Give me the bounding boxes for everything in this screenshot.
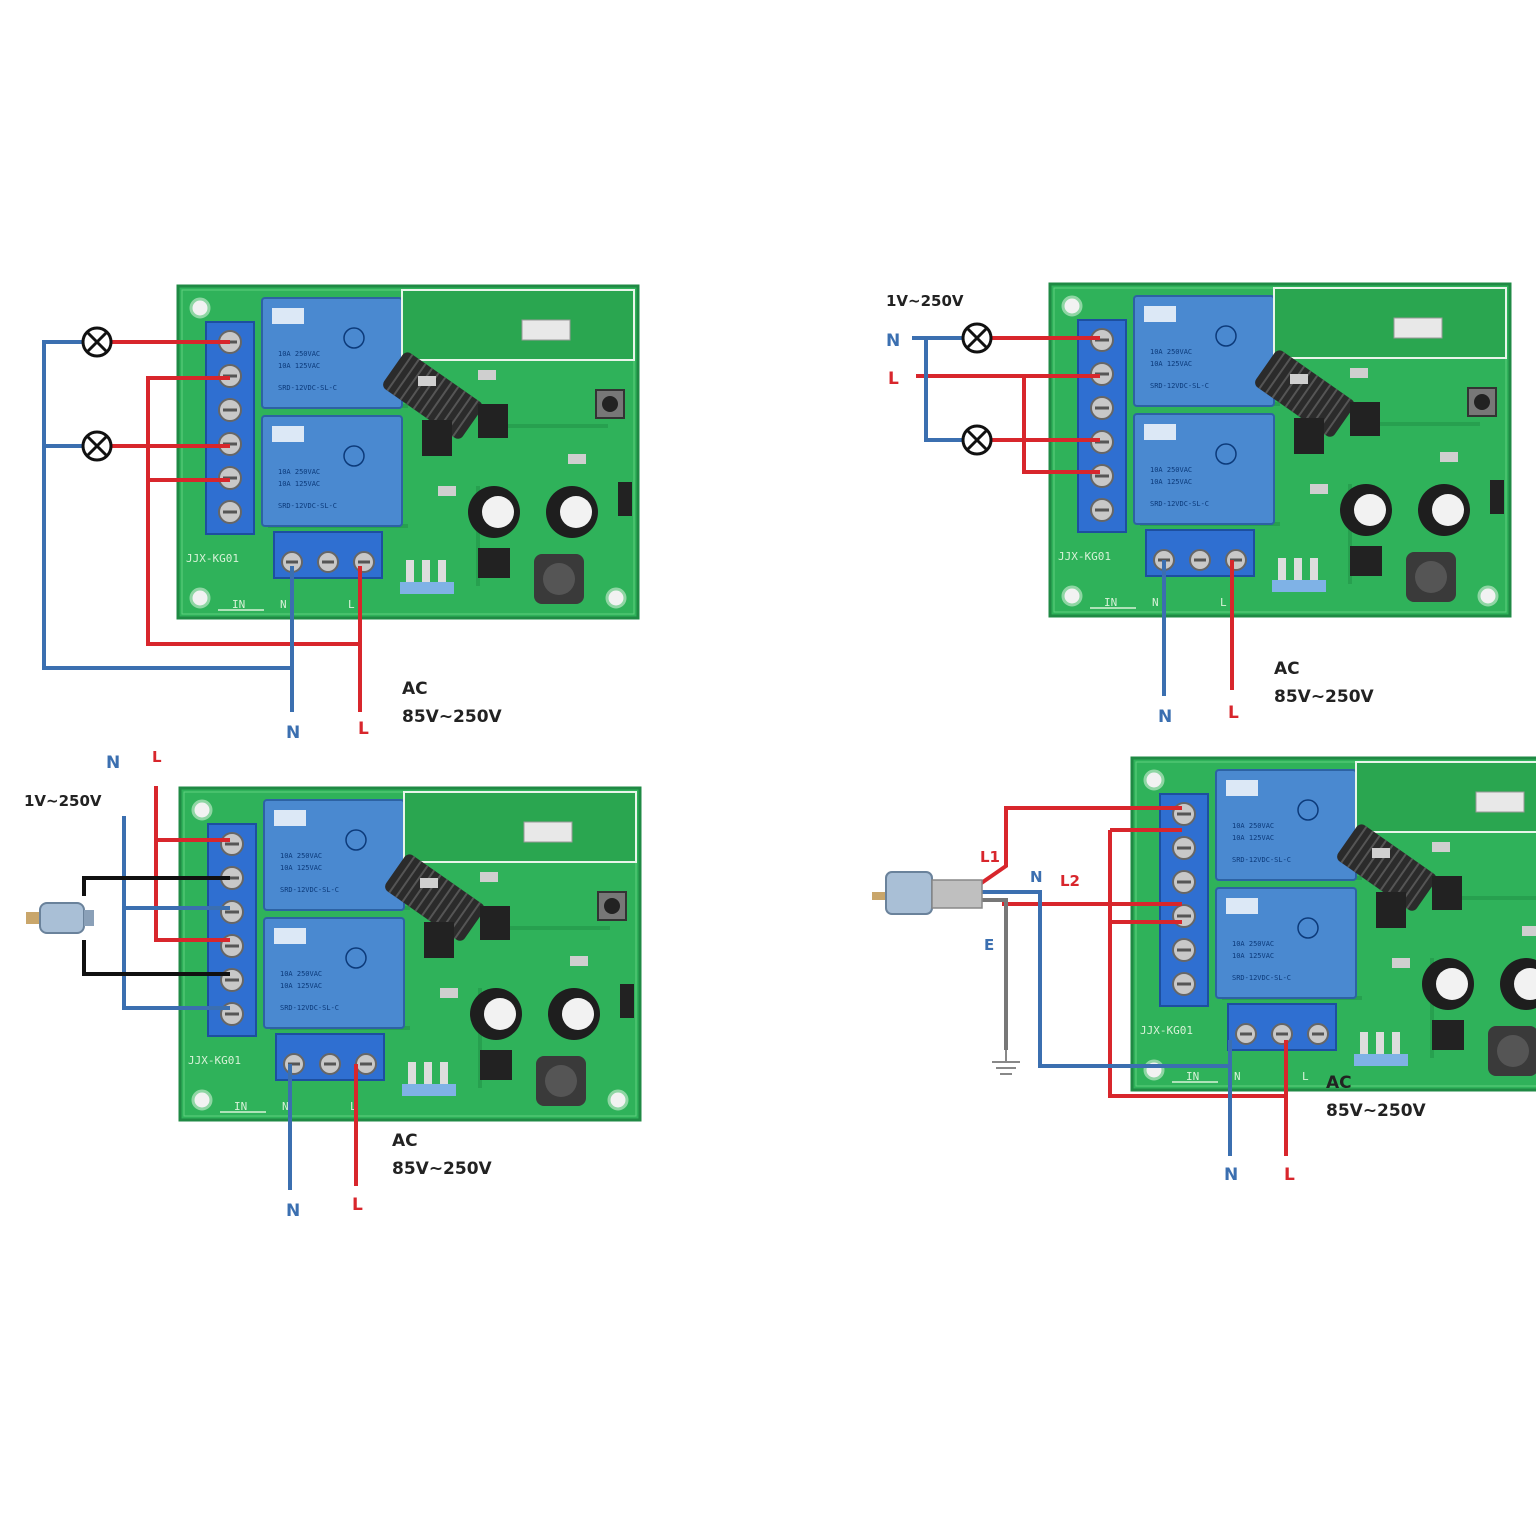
board-n-label: N <box>282 1100 289 1113</box>
load-e-label: E <box>984 936 994 954</box>
ground-icon <box>992 1050 1020 1075</box>
relay-board: JJX-KG01 IN N L <box>176 284 640 620</box>
board-n-label: N <box>1152 596 1159 609</box>
board-l-label: L <box>1302 1070 1309 1083</box>
supply-ac-label: AC <box>392 1131 418 1151</box>
diagram-top-left: JJX-KG01 IN N L N L AC 85V~250V <box>42 284 640 743</box>
diagram-bottom-right: JJX-KG01 IN N L L1 L2 N E N L AC 85V~250… <box>872 756 1536 1185</box>
lamp-icon <box>81 430 113 462</box>
load-n-label: N <box>886 331 900 351</box>
relay-board: JJX-KG01 IN N L <box>1048 282 1512 618</box>
load-n-label: N <box>1030 868 1043 886</box>
supply-ac-label: AC <box>1326 1073 1352 1093</box>
wiring <box>82 786 358 1190</box>
load-l-label: L <box>152 748 162 766</box>
supply-ac-label: AC <box>402 679 428 699</box>
board-l-label: L <box>1220 596 1227 609</box>
supply-l-label: L <box>352 1195 363 1215</box>
board-model-label: JJX-KG01 <box>1058 550 1111 563</box>
board-model-label: JJX-KG01 <box>188 1054 241 1067</box>
board-l-label: L <box>350 1100 357 1113</box>
wiring <box>978 806 1288 1156</box>
load-l2-label: L2 <box>1060 872 1080 890</box>
relay-board: JJX-KG01 IN N L <box>1130 756 1536 1092</box>
board-in-label: IN <box>232 598 245 611</box>
load-n-label: N <box>106 753 120 773</box>
dc-motor-icon <box>25 902 95 934</box>
supply-n-label: N <box>1224 1165 1238 1185</box>
supply-l-label: L <box>1284 1165 1295 1185</box>
diagram-top-right: JJX-KG01 IN N L 1V~250V N L N L AC 85V~2… <box>886 282 1512 727</box>
load-voltage-label: 1V~250V <box>886 292 964 310</box>
diagram-bottom-left: JJX-KG01 IN N L N L 1V~250V N L AC 85V~2… <box>24 748 642 1221</box>
load-l-label: L <box>888 369 899 389</box>
board-model-label: JJX-KG01 <box>186 552 239 565</box>
wiring <box>912 336 1234 696</box>
ac-motor-icon <box>872 871 983 915</box>
supply-n-label: N <box>1158 707 1172 727</box>
supply-l-label: L <box>1228 703 1239 723</box>
supply-range-label: 85V~250V <box>402 707 503 727</box>
lamp-icon <box>81 326 113 358</box>
supply-ac-label: AC <box>1274 659 1300 679</box>
relay-board: JJX-KG01 IN N L <box>178 786 642 1122</box>
supply-range-label: 85V~250V <box>1274 687 1375 707</box>
supply-n-label: N <box>286 1201 300 1221</box>
load-voltage-label: 1V~250V <box>24 792 102 810</box>
supply-l-label: L <box>358 719 369 739</box>
board-in-label: IN <box>1104 596 1117 609</box>
lamp-icon <box>961 424 993 456</box>
supply-range-label: 85V~250V <box>392 1159 493 1179</box>
board-model-label: JJX-KG01 <box>1140 1024 1193 1037</box>
load-l1-label: L1 <box>980 848 1000 866</box>
board-n-label: N <box>280 598 287 611</box>
supply-n-label: N <box>286 723 300 743</box>
board-in-label: IN <box>234 1100 247 1113</box>
lamp-icon <box>961 322 993 354</box>
board-n-label: N <box>1234 1070 1241 1083</box>
wiring <box>42 340 362 712</box>
supply-range-label: 85V~250V <box>1326 1101 1427 1121</box>
board-in-label: IN <box>1186 1070 1199 1083</box>
board-l-label: L <box>348 598 355 611</box>
